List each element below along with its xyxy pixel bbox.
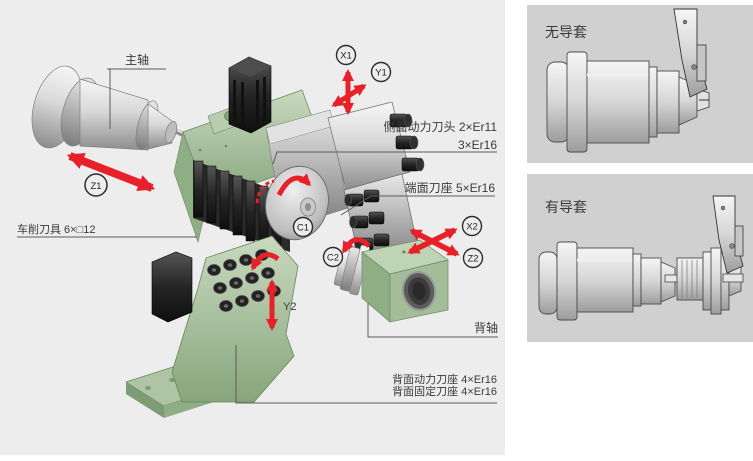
label-back-fixed-holder: 背面固定刀座 4×Er16	[392, 384, 497, 398]
z1-arrow	[66, 152, 156, 192]
label-main-spindle: 主轴	[125, 52, 149, 67]
svg-text:Z2: Z2	[467, 254, 478, 265]
label-side-power-head-2: 3×Er16	[458, 138, 497, 152]
label-back-spindle: 背轴	[474, 320, 498, 335]
back-spindle-illustration	[333, 239, 449, 323]
leader-lines	[17, 68, 498, 404]
axis-badge-z2: Z2	[462, 247, 484, 269]
axis-badge-c1: C1	[292, 216, 314, 238]
with-guide-bushing-svg: 有导套	[538, 195, 744, 321]
cutting-tool-blade	[712, 195, 744, 274]
power-head-motor	[228, 56, 272, 134]
axis-badge-x1: X1	[335, 44, 357, 66]
back-holders-leader	[235, 345, 497, 404]
panel-without-guide-bushing: 无导套	[527, 5, 753, 163]
axis-badge-c2: C2	[322, 246, 344, 268]
svg-text:C1: C1	[297, 223, 309, 234]
panel-with-guide-bushing: 有导套	[527, 174, 753, 342]
spindle-without-bushing	[546, 8, 710, 153]
main-chuck-disc	[265, 165, 329, 241]
label-side-power-head-1: 侧面动力刀头 2×Er11	[384, 120, 498, 134]
main-spindle-leader	[107, 68, 166, 129]
label-end-face-holder: 端面刀座 5×Er16	[405, 180, 496, 195]
main-machine-diagram: 主轴 车削刀具 6×□12 侧面动力刀头 2×Er11 3×Er16 端面刀座 …	[0, 0, 505, 455]
axis-badge-z1: Z1	[84, 173, 108, 197]
svg-text:X1: X1	[340, 51, 352, 62]
z2-arrow	[409, 228, 460, 257]
back-post-rotation-arrow	[250, 252, 280, 271]
end-face-holder-leader	[340, 195, 495, 216]
axis-badge-y1: Y1	[370, 61, 392, 83]
spindle-with-bushing	[538, 195, 744, 321]
main-diagram-svg: 主轴 车削刀具 6×□12 侧面动力刀头 2×Er11 3×Er16 端面刀座 …	[17, 44, 498, 418]
axis-label-y2: Y2	[283, 301, 296, 313]
panel-bottom-title: 有导套	[545, 199, 587, 215]
y1-arrow	[331, 83, 367, 108]
label-turning-tools: 车削刀具 6×□12	[17, 222, 95, 236]
axis-arrows	[66, 69, 460, 331]
c1-rotation-arrow	[276, 173, 312, 197]
label-back-power-holder: 背面动力刀座 4×Er16	[392, 372, 497, 386]
main-spindle-illustration	[31, 65, 178, 151]
c1-rotation-arrow-dashed	[255, 179, 275, 204]
svg-text:Y1: Y1	[375, 68, 387, 79]
without-guide-bushing-svg: 无导套	[545, 8, 710, 153]
svg-text:Z1: Z1	[90, 181, 101, 192]
svg-text:X2: X2	[466, 222, 478, 233]
axis-badges: Z1 X1 Y1 C1 C2	[84, 44, 484, 313]
svg-text:C2: C2	[327, 253, 339, 264]
side-power-head-leader	[272, 151, 497, 165]
panel-top-title: 无导套	[545, 24, 587, 40]
axis-badge-x2: X2	[461, 215, 483, 237]
cutting-tool-blade	[673, 8, 708, 98]
c2-rotation-arrow	[341, 237, 371, 254]
side-power-tool-head	[327, 101, 425, 191]
back-spindle-leader	[367, 303, 498, 338]
